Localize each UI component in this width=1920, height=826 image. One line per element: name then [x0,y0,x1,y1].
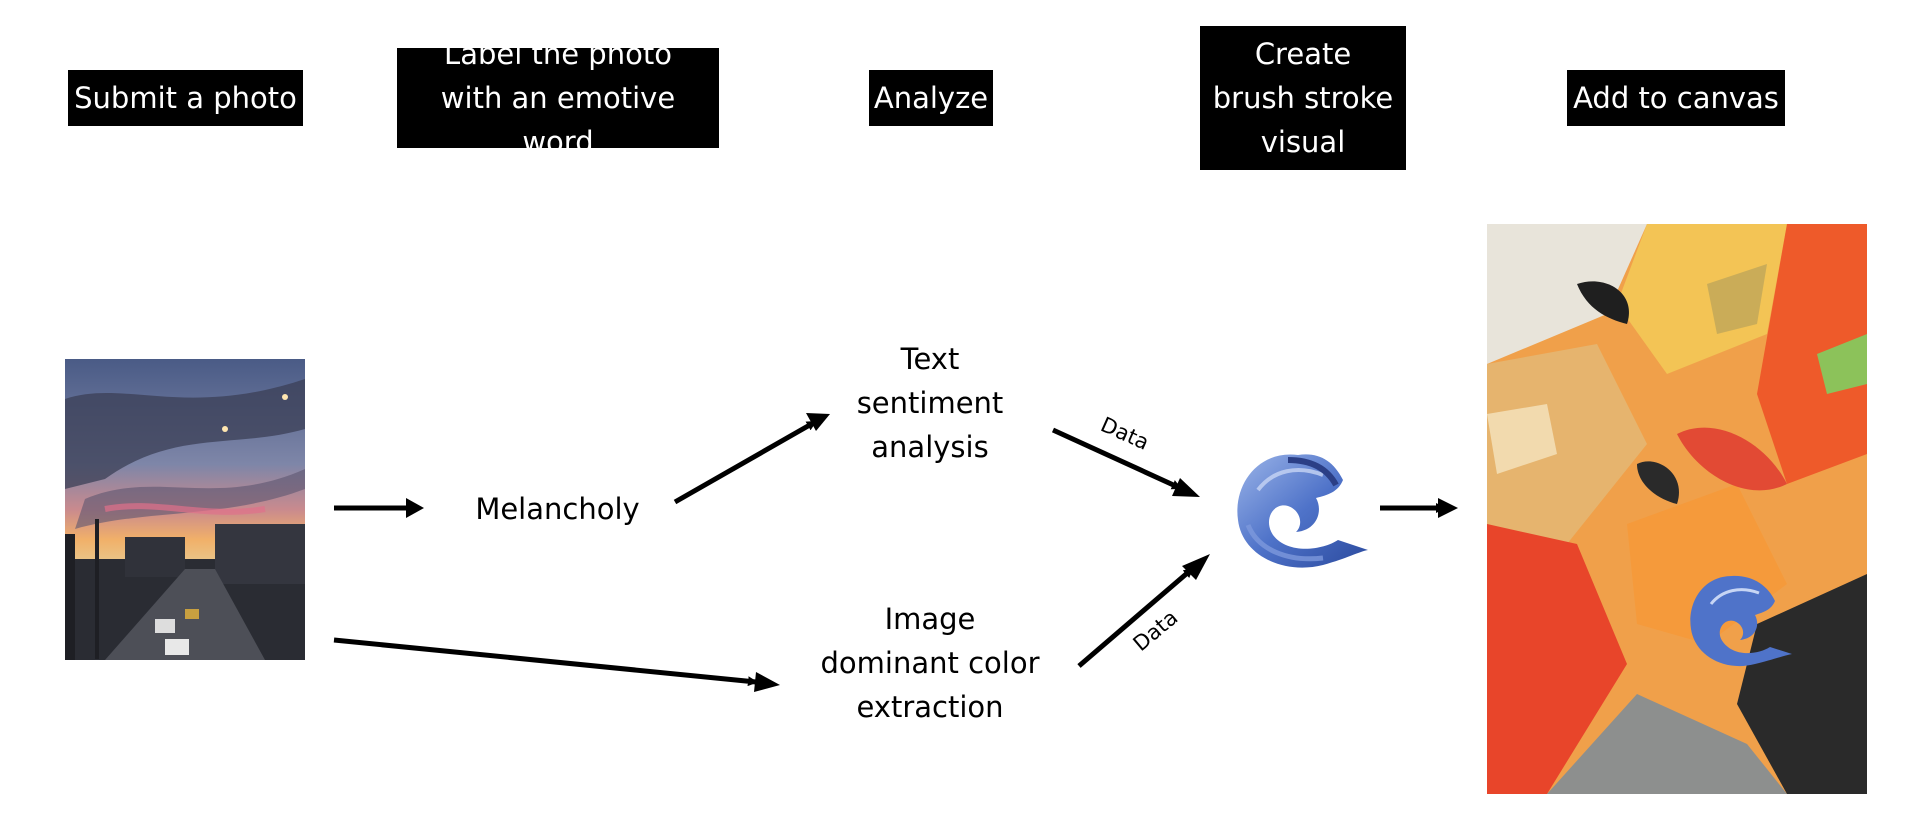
step-submit-photo: Submit a photo [68,70,303,126]
arrow-color-to-brush [1077,567,1194,668]
arrow-word-to-sentiment [673,419,817,505]
brush-stroke-visual [1228,440,1378,575]
text-sentiment-analysis: Text sentiment analysis [856,342,1004,464]
final-canvas [1487,224,1867,794]
image-dominant-color-extraction: Image dominant color extraction [820,602,1040,724]
data-label-bottom: Data [1129,605,1183,656]
arrow-sentiment-to-brush [1051,427,1182,491]
arrow-photo-to-color [333,637,758,687]
step-analyze: Analyze [869,70,993,126]
step-add-to-canvas: Add to canvas [1567,70,1785,126]
input-photo [65,359,305,660]
data-label-top: Data [1097,412,1153,454]
step-create-brush-stroke: Create brush stroke visual [1200,26,1406,170]
emotive-word: Melancholy [475,492,640,526]
